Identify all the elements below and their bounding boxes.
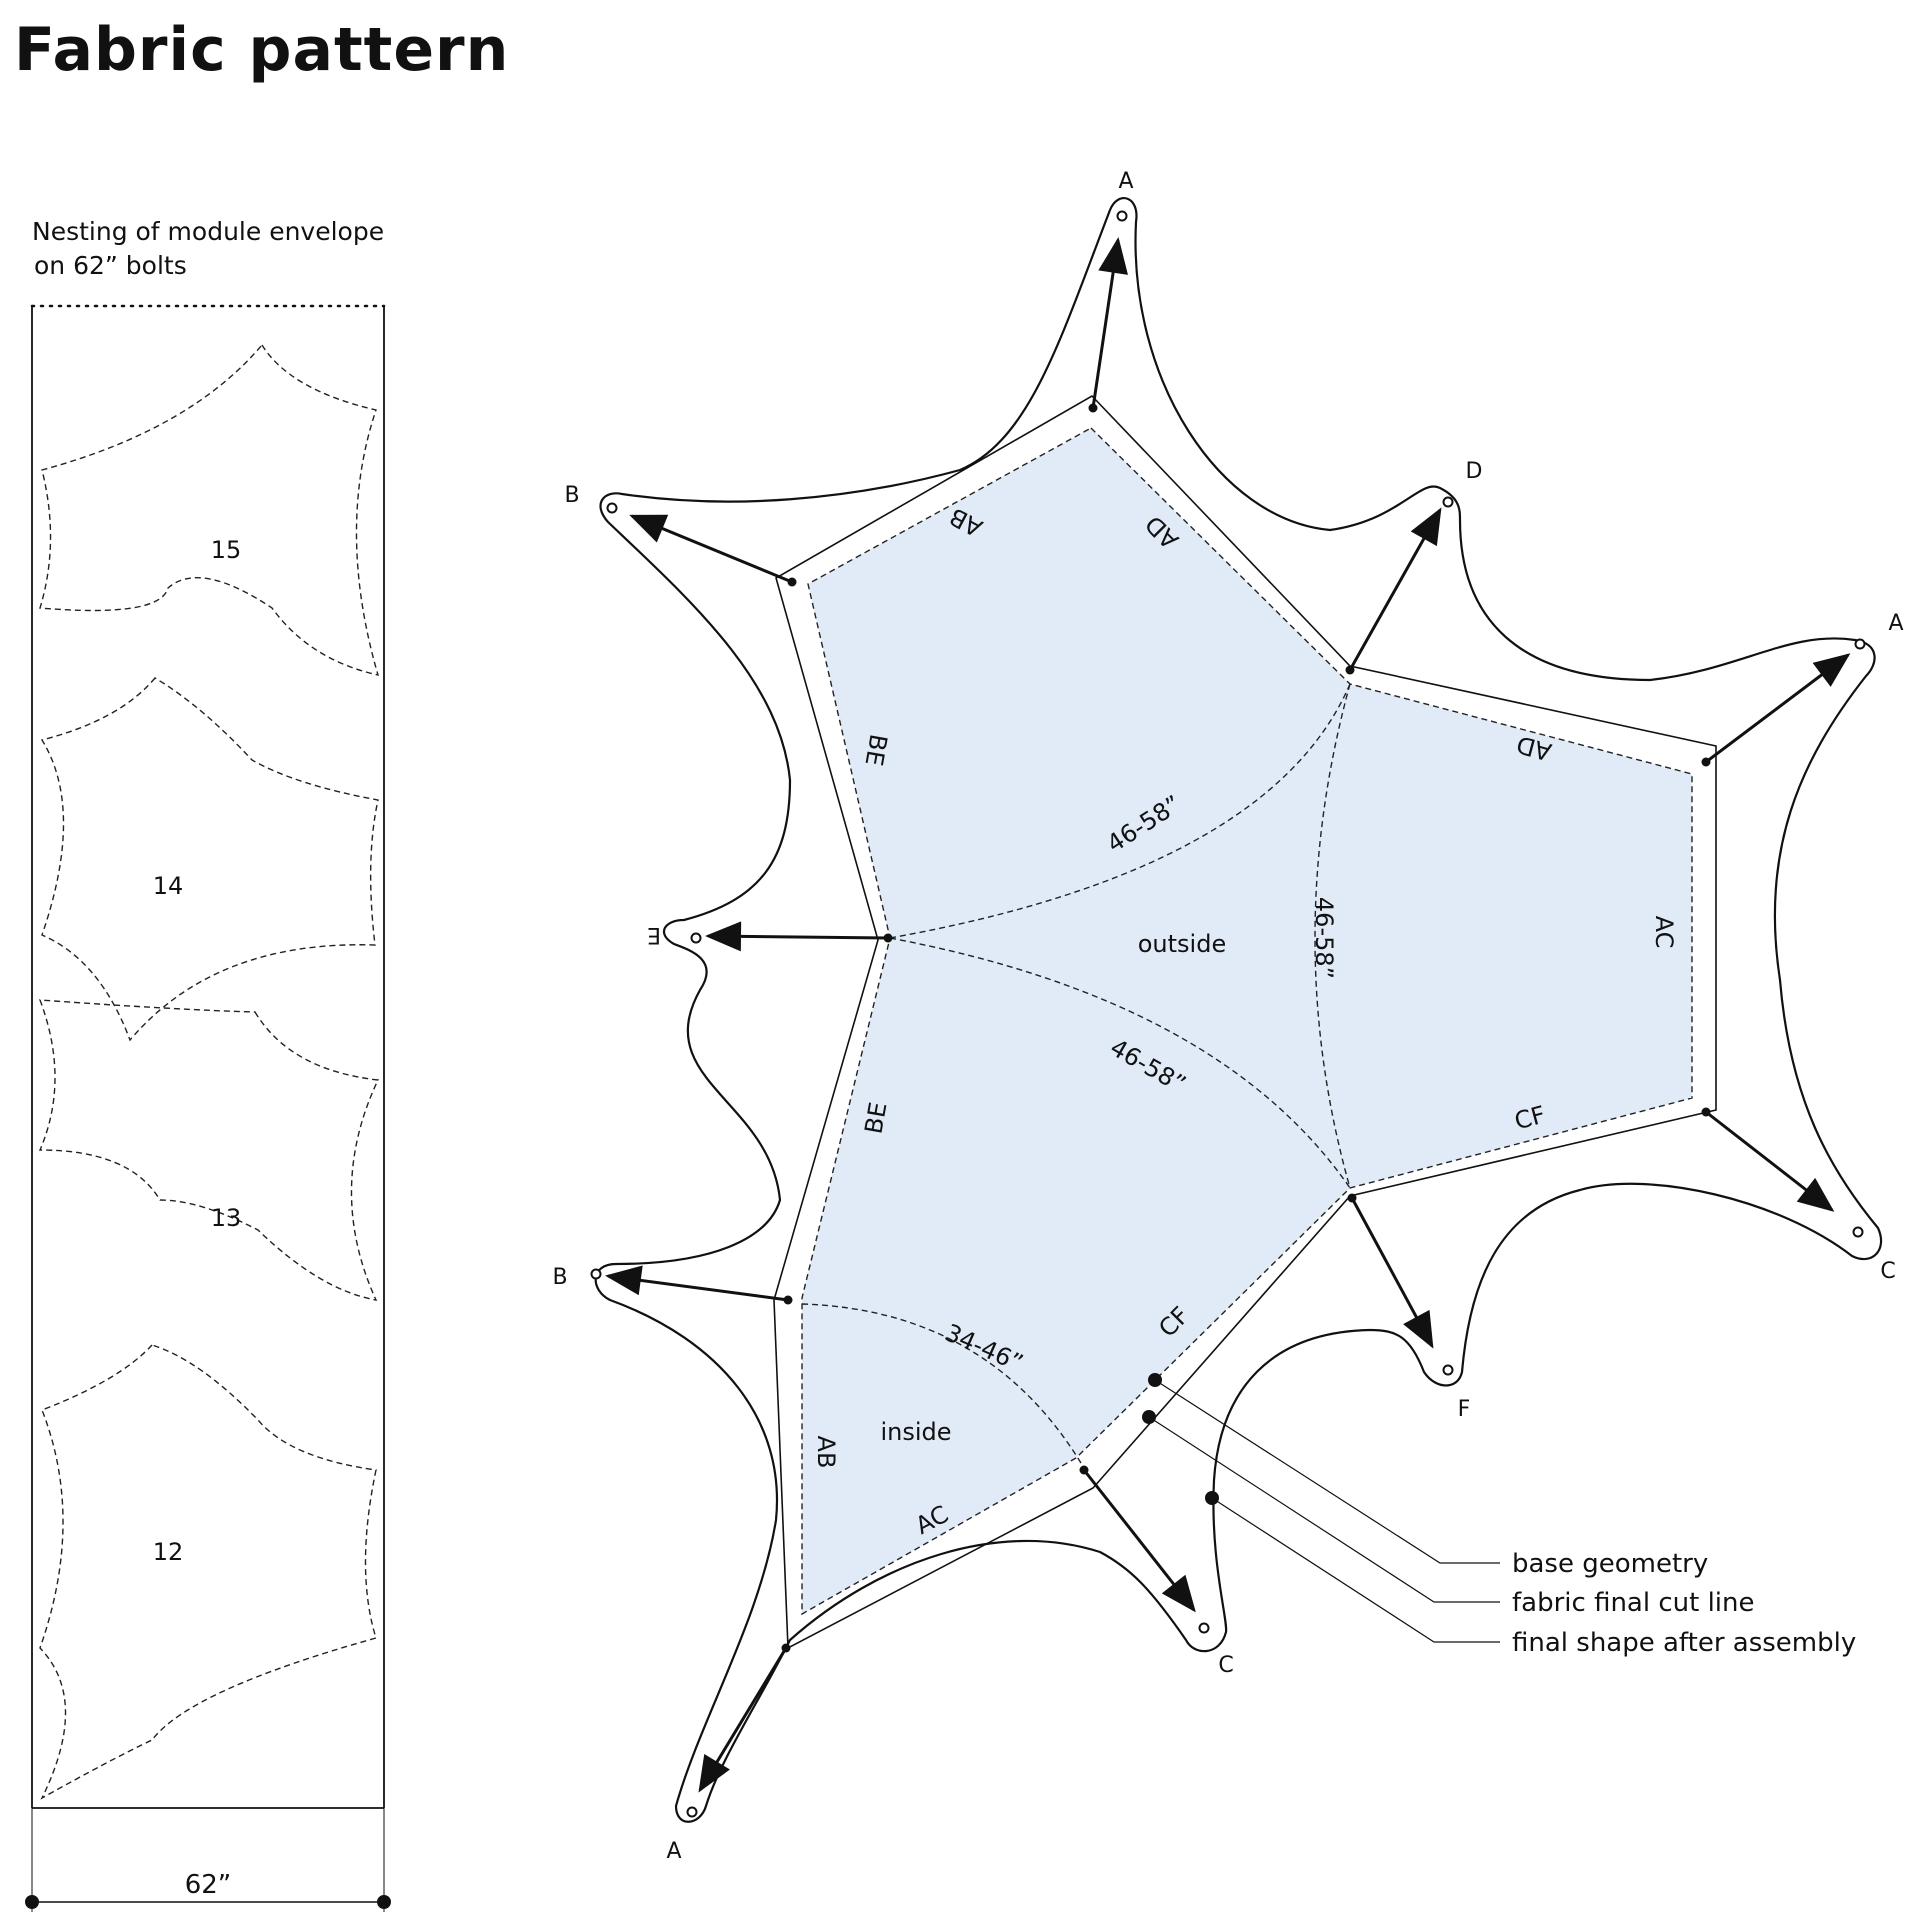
module-label-12: 12 — [153, 1538, 184, 1566]
module-outline-13 — [38, 999, 380, 1301]
tab-end-dots — [590, 210, 1866, 1818]
legend: base geometry fabric final cut line fina… — [1142, 1373, 1856, 1658]
arrow-to-a-top — [1091, 237, 1128, 409]
fabric-pattern: A D A B E B C F C A AB AD BE AD AC CF BE… — [552, 169, 1903, 1864]
base-geometry-outline — [773, 394, 1717, 1650]
edge-label-be-lower: BE — [859, 1100, 892, 1136]
dimension-end-dot-left — [25, 1895, 39, 1909]
seam-vertical — [1314, 683, 1351, 1189]
edge-label-ab-lower: AB — [812, 1436, 840, 1469]
legend-label-fabric-cut: fabric final cut line — [1512, 1588, 1755, 1618]
region-label-outside: outside — [1138, 930, 1226, 958]
arrow-to-c-right — [1705, 1110, 1835, 1212]
module-label-13: 13 — [211, 1204, 242, 1232]
dimension-end-dot-right — [377, 1895, 391, 1909]
seam-lower — [801, 1303, 1085, 1469]
edge-label-be-upper: BE — [859, 732, 892, 768]
point-label-b-lower: B — [552, 1265, 567, 1290]
point-label-c-right: C — [1880, 1259, 1895, 1284]
point-label-c-bottom: C — [1218, 1653, 1233, 1678]
point-label-b-upper: B — [564, 483, 579, 508]
nesting-caption-line1: Nesting of module envelope — [32, 217, 384, 246]
arrow-to-b-upper — [629, 514, 793, 584]
point-label-d: D — [1466, 459, 1483, 484]
arrow-to-d — [1348, 507, 1442, 671]
arrow-to-a-bottom — [698, 1647, 788, 1793]
module-label-15: 15 — [211, 536, 242, 564]
point-label-e: E — [647, 922, 661, 947]
module-label-14: 14 — [153, 872, 184, 900]
legend-leader-fabric-cut — [1148, 1416, 1500, 1603]
module-outline-15 — [39, 343, 380, 676]
arrow-to-e — [705, 921, 889, 952]
arrow-to-f — [1350, 1197, 1434, 1349]
vertex-dots — [781, 403, 1711, 1653]
nesting-caption-line2: on 62” bolts — [34, 251, 187, 280]
arrow-to-c-bottom — [1082, 1469, 1196, 1613]
legend-label-base-geometry: base geometry — [1512, 1549, 1708, 1579]
measure-label-vertical: 46-58” — [1310, 897, 1338, 979]
point-label-a-right: A — [1888, 611, 1903, 636]
point-label-a-top: A — [1118, 169, 1133, 194]
fabric-final-cut-line — [801, 427, 1693, 1616]
page-title: Fabric pattern — [14, 15, 509, 85]
seam-upper — [889, 683, 1351, 939]
bolt-width-label: 62” — [185, 1870, 232, 1900]
legend-leader-final-shape — [1211, 1497, 1500, 1643]
arrow-to-a-right — [1705, 653, 1851, 764]
edge-label-ac-right: AC — [1650, 916, 1678, 949]
legend-label-final-shape: final shape after assembly — [1512, 1628, 1856, 1658]
legend-leader-base-geometry — [1154, 1379, 1500, 1564]
arrow-to-b-lower — [605, 1265, 789, 1302]
module-outline-12 — [39, 1344, 377, 1800]
point-label-f: F — [1458, 1397, 1471, 1422]
fabric-fill — [802, 428, 1692, 1614]
module-outline-14 — [40, 677, 379, 1042]
nesting-panel: Nesting of module envelope on 62” bolts … — [25, 217, 391, 1912]
seam-middle — [889, 937, 1351, 1189]
region-label-inside: inside — [880, 1418, 951, 1446]
point-label-a-bottom: A — [666, 1839, 681, 1864]
final-shape-outline — [594, 197, 1883, 1823]
